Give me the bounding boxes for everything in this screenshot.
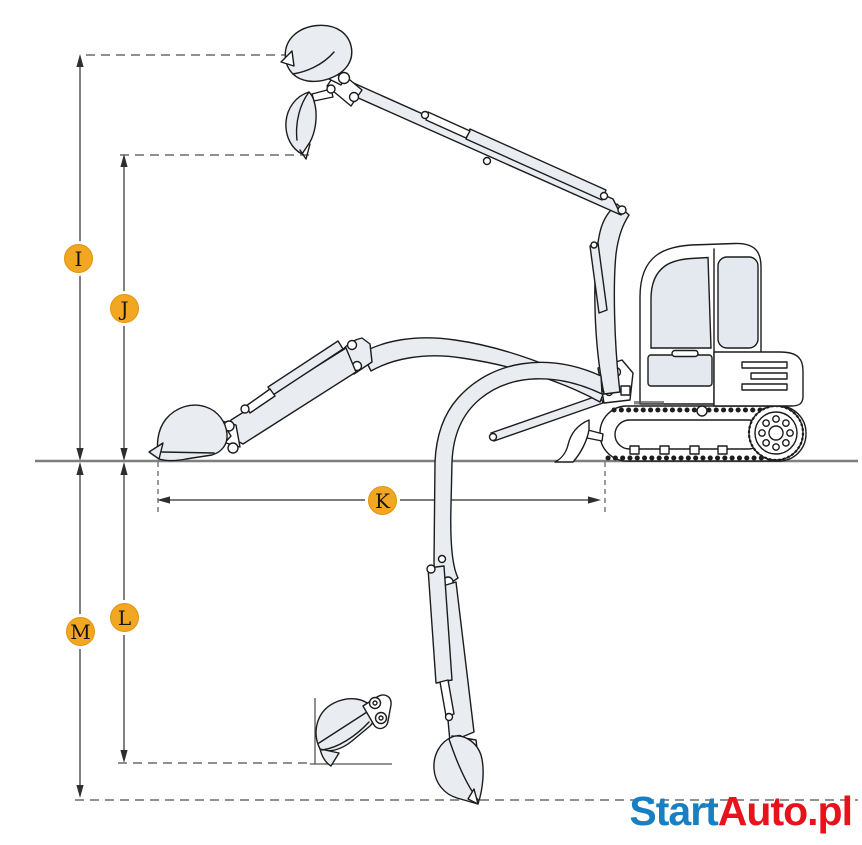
engine-housing	[713, 351, 804, 407]
brand-mark	[634, 401, 664, 405]
dozer-blade	[554, 419, 604, 463]
dim-letter-K: K	[375, 488, 390, 513]
crawler-tracks	[599, 404, 807, 462]
dim-label-I: I	[64, 244, 93, 273]
dim-letter-L: L	[117, 605, 132, 630]
vent-slat	[750, 372, 788, 380]
boom-raised-position	[311, 65, 630, 395]
bucket-detail-inset	[310, 694, 392, 767]
bucket-dump-height	[285, 91, 317, 160]
dim-label-K: K	[368, 486, 397, 515]
blade-cylinder	[488, 394, 604, 442]
boom-max-reach-position	[210, 337, 605, 454]
dim-letter-M: M	[70, 619, 91, 644]
dim-letter-I: I	[74, 246, 83, 271]
bucket-below-ground	[433, 735, 484, 805]
sprocket-wheel	[747, 404, 805, 462]
dim-letter-J: J	[120, 296, 129, 321]
rear-window	[717, 256, 759, 349]
vent-slat	[741, 383, 788, 391]
logo-text-auto-pl: Auto.pl	[717, 788, 853, 834]
reach-stick	[223, 347, 357, 445]
dim-label-J: J	[110, 294, 139, 323]
dim-label-M: M	[66, 617, 95, 646]
bucket-ground	[148, 404, 228, 462]
excavator-illustration	[148, 24, 807, 805]
front-window	[650, 256, 712, 349]
lower-window	[647, 354, 713, 387]
logo-text-start: Start	[629, 788, 718, 834]
vent-slat	[741, 361, 788, 369]
boom-digging-position	[426, 361, 603, 758]
dim-label-L: L	[110, 603, 139, 632]
startauto-logo: StartAuto.pl	[629, 788, 853, 835]
bucket-max-height	[280, 24, 353, 83]
